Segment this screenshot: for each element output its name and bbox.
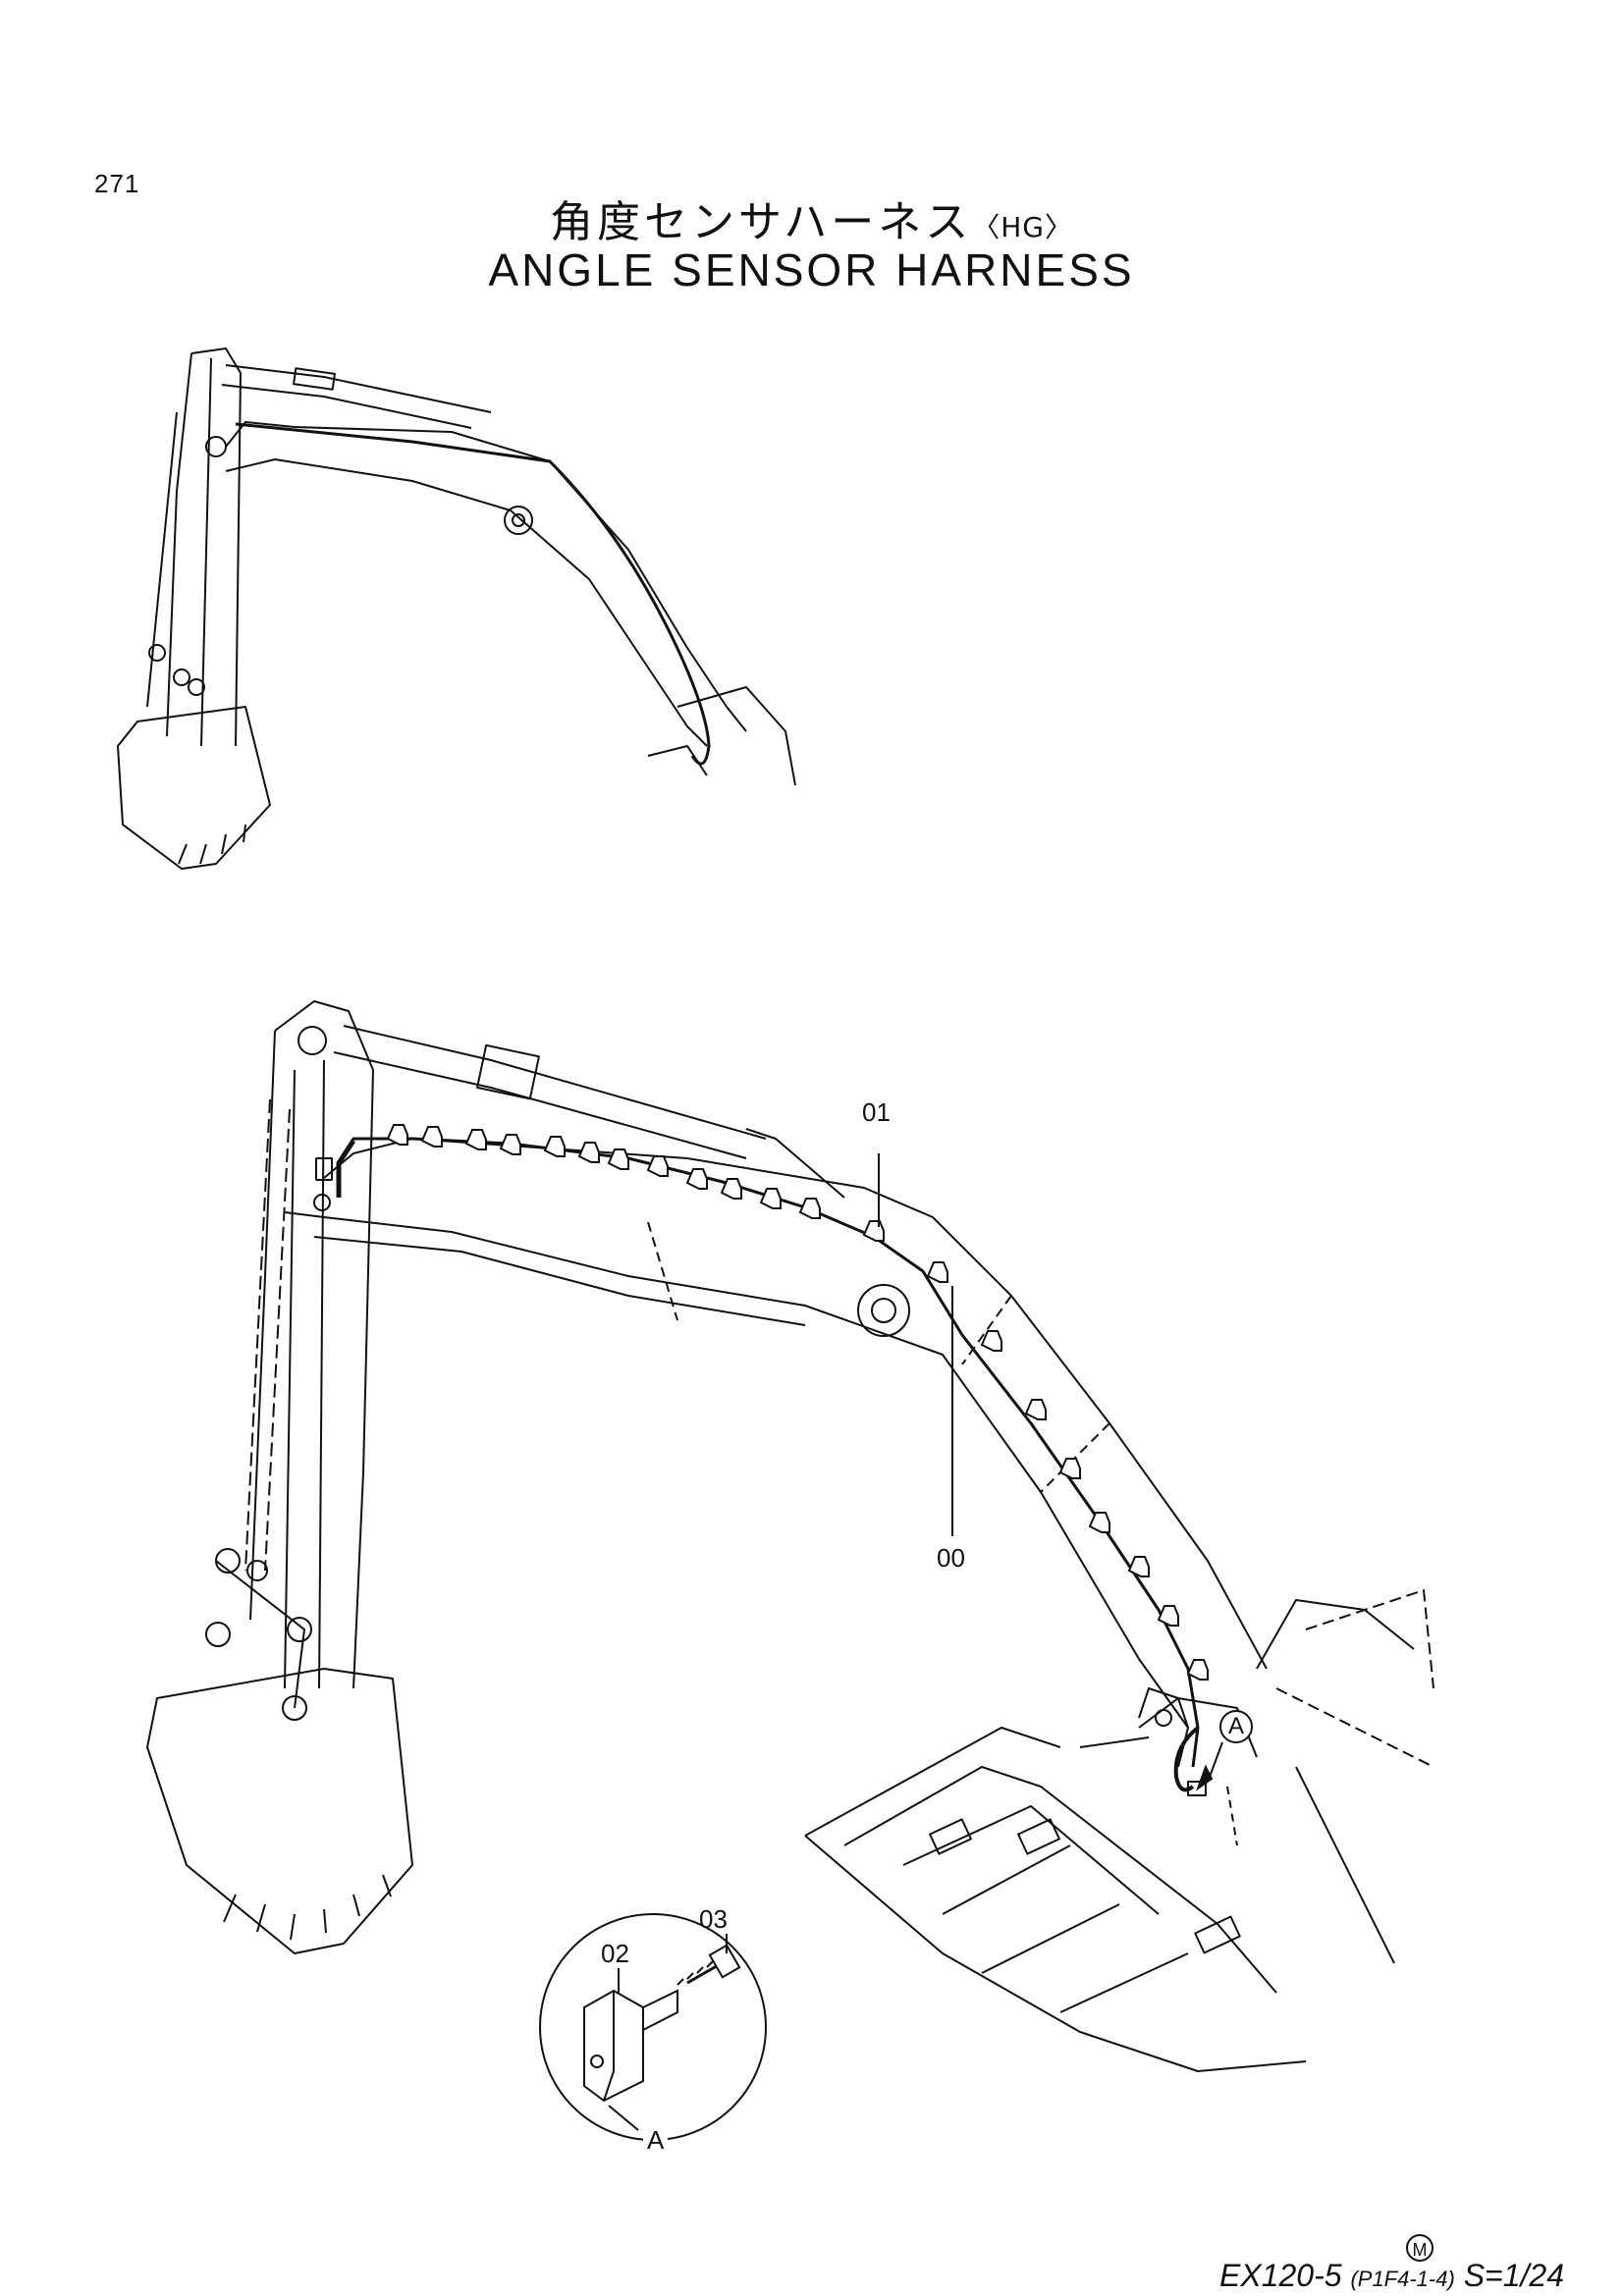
callout-02: 02 [601, 1939, 629, 1968]
footer-model: EX120-5 [1219, 2258, 1342, 2293]
callout-01: 01 [862, 1097, 891, 1127]
title-japanese: 角度センサハーネス〈HG〉 [0, 187, 1623, 249]
main-drawing [146, 1000, 1434, 2072]
footer-reference: EX120-5 (P1F4-1-4) S=1/24 [1219, 2258, 1564, 2294]
maker-mark-icon: M [1406, 2234, 1434, 2262]
detail-view-a [539, 1913, 767, 2141]
footer-code: (P1F4-1-4) [1350, 2267, 1455, 2291]
callout-03: 03 [699, 1904, 728, 1934]
harness-clips [387, 1124, 1209, 1681]
title-english: ANGLE SENSOR HARNESS [488, 244, 1135, 295]
detail-label-a: A [643, 2125, 669, 2156]
callout-00: 00 [937, 1543, 965, 1573]
footer-scale: S=1/24 [1463, 2258, 1564, 2293]
overview-drawing [117, 347, 796, 870]
callout-detail-a: A [1219, 1710, 1253, 1743]
page-number: 271 [94, 169, 140, 198]
leader-lines [878, 1153, 1223, 1791]
title-variant: 〈HG〉 [972, 211, 1073, 243]
title-jp-text: 角度センサハーネス [549, 197, 973, 247]
